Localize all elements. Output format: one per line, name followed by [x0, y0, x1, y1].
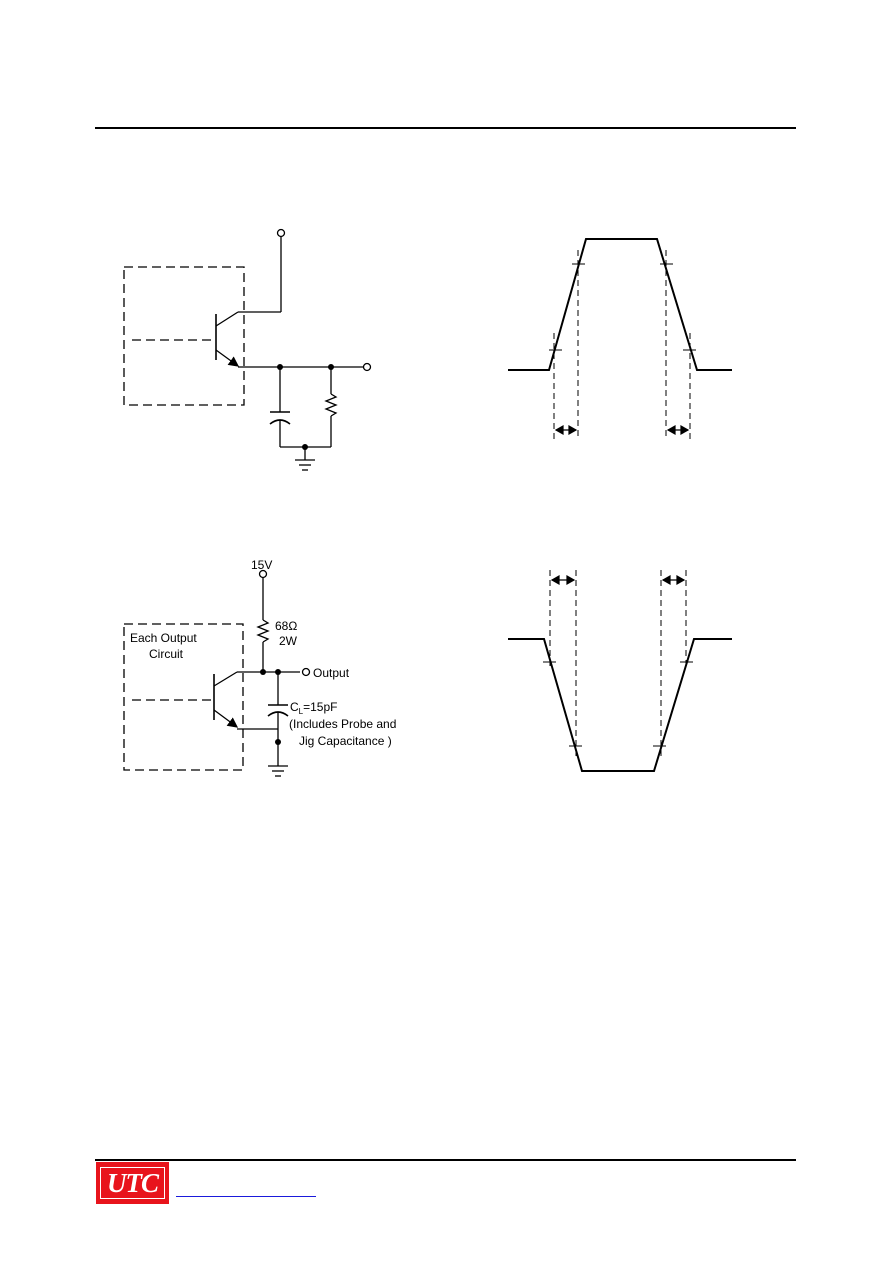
box-label-line-2: Circuit: [149, 647, 184, 661]
test-circuit-1: [123, 237, 364, 471]
box-label-line-1: Each Output: [130, 631, 197, 645]
waveform-2-trace: [508, 638, 732, 772]
supply-voltage-label: 15V: [251, 558, 272, 572]
utc-logo: UTC: [96, 1162, 169, 1204]
capacitance-note-line-2: Jig Capacitance ): [299, 734, 392, 748]
circuit-1-supply-terminal: [276, 228, 286, 238]
circuit-2-supply-terminal: [258, 569, 268, 579]
circuit-2-junction-dots: [260, 669, 281, 745]
waveform-2: [508, 570, 732, 772]
resistor-value-label: 68Ω: [275, 619, 297, 633]
circuit-2-dashed-box: [123, 623, 244, 771]
circuit-1-junction-dots: [277, 364, 334, 450]
output-label: Output: [313, 666, 350, 680]
waveform-2-delay-arrow-left: [550, 574, 576, 586]
circuit-2-ground-symbol: [268, 765, 288, 777]
waveform-1-fall-time-arrow: [666, 424, 690, 436]
footer-link[interactable]: [176, 1184, 316, 1197]
circuit-2-emitter-arrow: [213, 709, 239, 728]
waveform-1: [508, 238, 732, 440]
waveform-1-trace: [508, 238, 732, 371]
circuit-1-emitter-arrow: [215, 349, 240, 367]
capacitance-note-line-1: (Includes Probe and: [289, 717, 396, 731]
circuit-1-output-terminal: [362, 362, 372, 372]
test-circuit-2: [123, 578, 300, 777]
circuit-1-ground-symbol: [295, 459, 315, 471]
load-capacitance-label: CL=15pF: [290, 700, 337, 716]
header-rule: [95, 127, 796, 129]
circuit-2-output-terminal: [301, 667, 311, 677]
waveform-2-delay-arrow-right: [661, 574, 686, 586]
utc-logo-text: UTC: [100, 1167, 165, 1199]
circuit-2-resistor: [256, 619, 270, 643]
circuit-1-resistor: [324, 393, 338, 417]
waveform-1-rise-time-arrow: [554, 424, 578, 436]
footer-rule: [95, 1159, 796, 1161]
resistor-power-label: 2W: [279, 634, 298, 648]
circuit-1-dashed-box: [123, 266, 245, 406]
